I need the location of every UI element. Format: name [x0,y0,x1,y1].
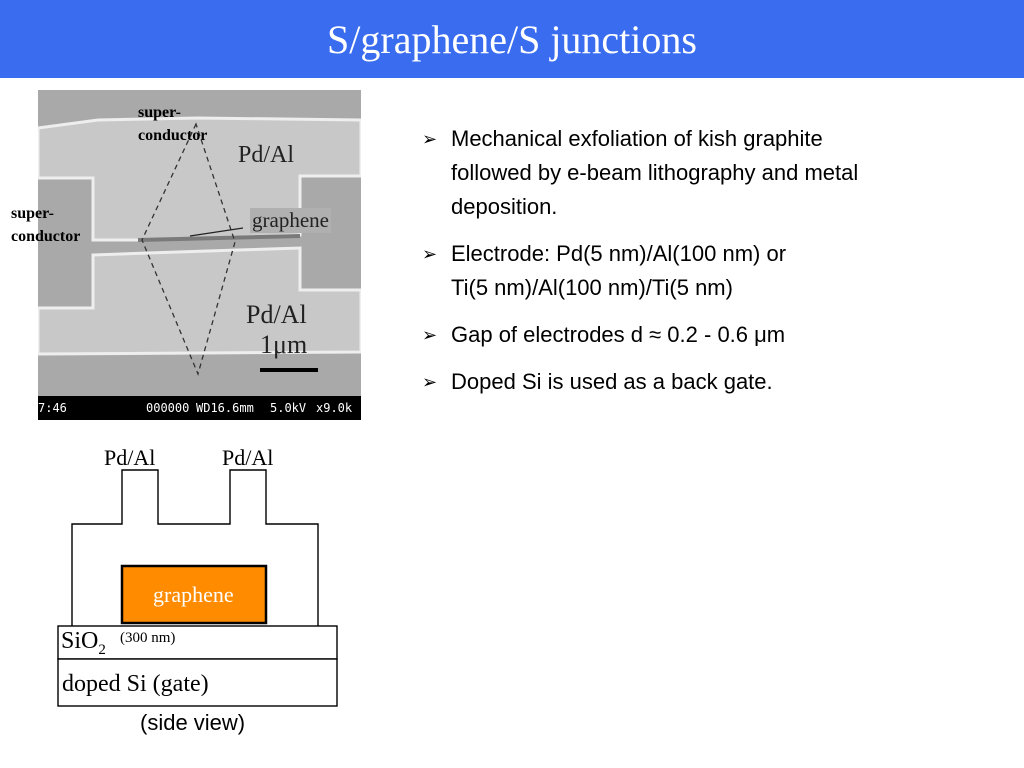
arrow-bullet-icon: ➢ [422,372,438,392]
sem-drawing [38,90,361,420]
electrode-right-label: Pd/Al [222,445,274,470]
bullet-item: ➢ Mechanical exfoliation of kish graphit… [422,122,1002,224]
sio2-label: SiO2 [61,628,106,658]
sem-id: 000000 [146,401,190,415]
sem-mag: x9.0k [316,401,353,415]
sem-wd: WD16.6mm [196,401,254,415]
sio2-thickness-label: (300 nm) [120,630,176,646]
scale-bar-label: 1μm [260,330,308,359]
arrow-bullet-icon: ➢ [422,244,438,264]
sem-time: 7:46 [38,401,67,415]
bullet-list: ➢ Mechanical exfoliation of kish graphit… [422,122,1002,412]
bullet-item: ➢ Gap of electrodes d ≈ 0.2 - 0.6 μm [422,318,1002,352]
side-view-diagram [57,469,338,707]
substrate-label: doped Si (gate) [62,671,209,697]
sem-micrograph: Pd/Al graphene Pd/Al 1μm 7:46 000000 WD1… [38,90,361,420]
side-view-caption: (side view) [140,710,246,735]
slide-title: S/graphene/S junctions [327,16,697,62]
graphene-side-label: graphene [153,582,234,607]
electrode-left-label: Pd/Al [104,445,156,470]
arrow-bullet-icon: ➢ [422,129,438,149]
electrode-outline [71,469,319,626]
superconductor-left-label: super- conductor [11,205,81,245]
sem-kv: 5.0kV [270,401,307,415]
sem-info-strip: 7:46 000000 WD16.6mm 5.0kV x9.0k [38,396,361,420]
superconductor-top-label: super- conductor [138,104,208,144]
doped-si-layer [57,658,338,707]
pdal-top-label: Pd/Al [238,142,295,168]
bullet-item: ➢ Electrode: Pd(5 nm)/Al(100 nm) or Ti(5… [422,237,1002,305]
sio2-layer [57,625,338,660]
title-bar: S/graphene/S junctions [0,0,1024,78]
pdal-bottom-label: Pd/Al [246,300,307,329]
arrow-bullet-icon: ➢ [422,325,438,345]
graphene-layer [120,564,268,625]
bullet-item: ➢ Doped Si is used as a back gate. [422,365,1002,399]
graphene-label: graphene [250,208,331,233]
